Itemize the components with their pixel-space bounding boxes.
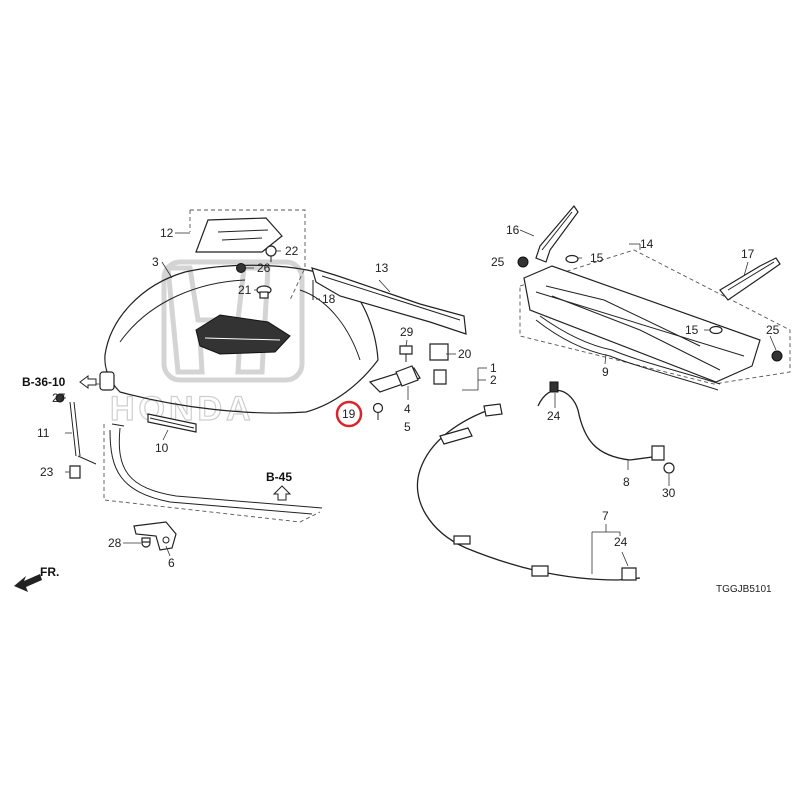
callout-5[interactable]: 5 — [404, 420, 411, 434]
ref-b45: B-45 — [266, 470, 292, 501]
callout-26[interactable]: 26 — [257, 261, 271, 275]
callout-27[interactable]: 27 — [52, 391, 66, 405]
highlight-ring — [335, 400, 363, 428]
clip-24a — [549, 381, 559, 393]
front-arrow-icon — [14, 574, 42, 592]
callout-24b[interactable]: 24 — [614, 535, 628, 549]
cap-15b — [709, 325, 723, 335]
bolt-28 — [141, 537, 151, 548]
hood-hinge — [133, 521, 177, 551]
callout-9[interactable]: 9 — [602, 365, 609, 379]
ref-label-b3610[interactable]: B-36-10 — [22, 375, 66, 389]
callout-19[interactable]: 19 — [342, 407, 356, 421]
callout-13[interactable]: 13 — [375, 261, 389, 275]
callout-25b[interactable]: 25 — [766, 323, 780, 337]
callout-24a[interactable]: 24 — [547, 409, 561, 423]
callout-7[interactable]: 7 — [602, 509, 609, 523]
callout-15a[interactable]: 15 — [590, 251, 604, 265]
hood-scoop — [195, 217, 283, 253]
callout-18[interactable]: 18 — [322, 292, 336, 306]
ref-arrow-up-icon — [272, 485, 292, 501]
hood-edge-molding — [109, 429, 313, 515]
rod-holder — [99, 371, 115, 391]
callout-15b[interactable]: 15 — [685, 323, 699, 337]
hood-release-cable — [416, 389, 665, 581]
ref-arrow-icon — [79, 375, 97, 389]
clip-26 — [236, 263, 246, 273]
clip-29 — [399, 345, 413, 362]
callout-11[interactable]: 11 — [37, 426, 50, 440]
hood-latch — [368, 365, 421, 393]
latch-striker-20 — [429, 343, 449, 385]
hood-panel — [104, 264, 379, 414]
bolt-19 — [372, 402, 384, 420]
cowl-seal-9 — [535, 315, 721, 391]
callout-14[interactable]: 14 — [640, 237, 654, 251]
callout-29[interactable]: 29 — [400, 325, 414, 339]
cowl-seal — [311, 267, 467, 335]
callout-30[interactable]: 30 — [662, 486, 676, 500]
ref-label-b45[interactable]: B-45 — [266, 470, 292, 484]
callout-23[interactable]: 23 — [40, 465, 54, 479]
callout-28[interactable]: 28 — [108, 536, 122, 550]
front-indicator: FR. — [14, 565, 59, 592]
callout-12[interactable]: 12 — [160, 226, 174, 240]
front-label: FR. — [40, 565, 59, 579]
cowl-top — [523, 265, 761, 383]
callout-17[interactable]: 17 — [741, 247, 755, 261]
cowl-bracket-17 — [719, 257, 781, 301]
clip-25b — [771, 350, 783, 362]
grommet-30 — [663, 462, 675, 474]
callout-22[interactable]: 22 — [285, 244, 299, 258]
callouts: 12 3 22 26 21 13 18 27 11 23 10 28 6 29 … — [37, 223, 780, 570]
hood-support-rod — [69, 401, 97, 479]
clip-25a — [517, 256, 529, 268]
callout-10[interactable]: 10 — [155, 441, 169, 455]
ref-b3610: B-36-10 — [22, 375, 97, 389]
callout-8[interactable]: 8 — [623, 475, 630, 489]
leader-lines — [64, 229, 777, 574]
callout-4[interactable]: 4 — [404, 402, 411, 416]
callout-21[interactable]: 21 — [238, 283, 252, 297]
callout-25a[interactable]: 25 — [491, 255, 505, 269]
diagram-code: TGGJB5101 — [716, 584, 772, 595]
callout-2[interactable]: 2 — [490, 373, 497, 387]
callout-1[interactable]: 1 — [490, 361, 497, 375]
cowl-bracket-16 — [535, 205, 579, 263]
callout-6[interactable]: 6 — [168, 556, 175, 570]
callout-20[interactable]: 20 — [458, 347, 472, 361]
callout-3[interactable]: 3 — [152, 255, 159, 269]
cap-15a — [565, 254, 579, 264]
callout-16[interactable]: 16 — [506, 223, 520, 237]
